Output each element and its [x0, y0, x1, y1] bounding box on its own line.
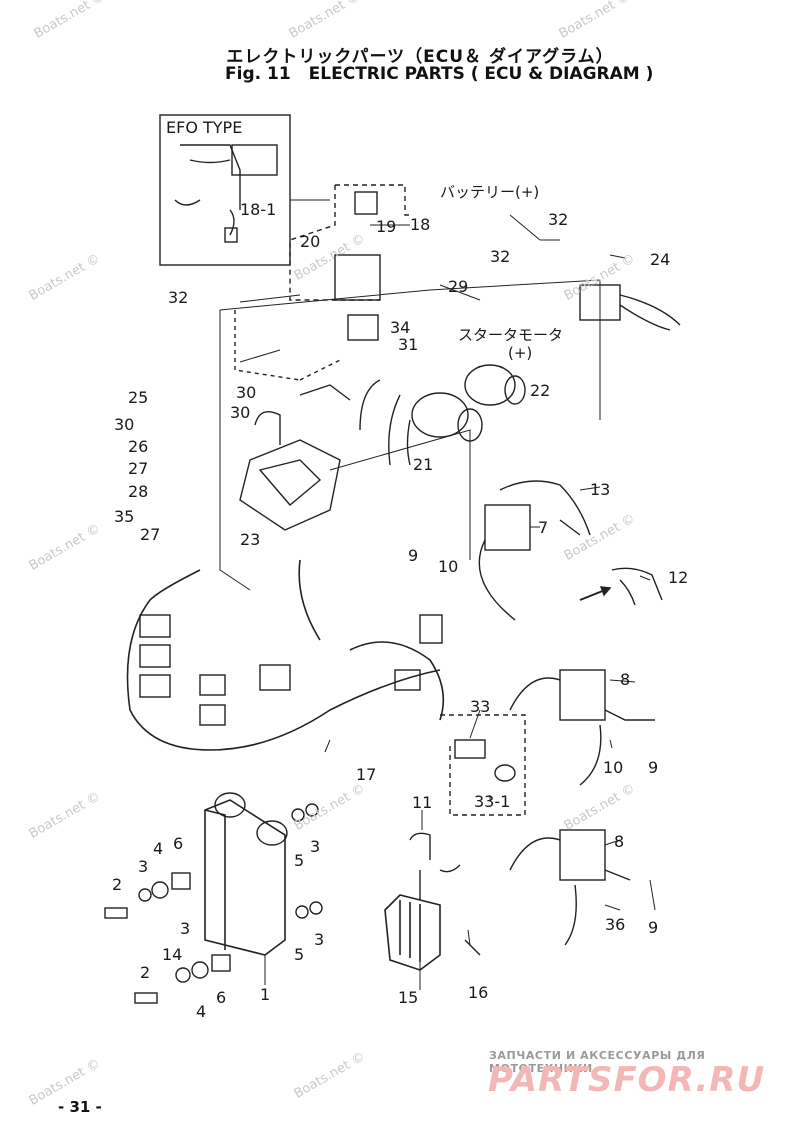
page-title-japanese: エレクトリックパーツ（ECU＆ ダイアグラム） — [226, 47, 614, 67]
callout-battery-plus: バッテリー(+) — [440, 183, 539, 201]
part-label-9b: 9 — [648, 758, 658, 777]
part-label-3c: 3 — [180, 919, 190, 938]
ecu-1 — [204, 799, 286, 956]
part-label-3a: 3 — [310, 837, 320, 856]
part-label-32: 32 — [168, 288, 188, 307]
part-label-24: 24 — [650, 250, 670, 269]
part-label-18: 18 — [410, 215, 430, 234]
callout-starter-motor: スタータモータ — [458, 326, 563, 344]
part-label-33: 33 — [470, 697, 490, 716]
group-33-dashed-box — [440, 714, 526, 816]
page-title-english: Fig. 11 ELECTRIC PARTS ( ECU & DIAGRAM ) — [225, 64, 653, 84]
bracket-23 — [239, 439, 341, 531]
part-label-21: 21 — [413, 455, 433, 474]
part-label-12: 12 — [668, 568, 688, 587]
part-label-28: 28 — [128, 482, 148, 501]
part-label-27a: 27 — [128, 459, 148, 478]
part-label-1: 1 — [260, 985, 270, 1004]
part-label-14: 14 — [162, 945, 182, 964]
coil-8-lower — [559, 829, 606, 881]
part-label-30c: 30 — [114, 415, 134, 434]
part-label-19: 19 — [376, 217, 396, 236]
part-label-33-1: 33-1 — [474, 792, 510, 811]
part-label-26: 26 — [128, 437, 148, 456]
part-label-30a: 30 — [236, 383, 256, 402]
part-label-3d: 3 — [314, 930, 324, 949]
group-18-dashed-box — [289, 184, 410, 301]
part-label-5b: 5 — [294, 945, 304, 964]
part-label-5a: 5 — [294, 851, 304, 870]
part-label-18-1: 18-1 — [240, 200, 276, 219]
starter-part-21 — [411, 392, 469, 438]
regulator-15 — [384, 894, 441, 971]
part-label-16: 16 — [468, 983, 488, 1002]
part-label-6a: 6 — [173, 834, 183, 853]
page-number: - 31 - — [58, 1098, 102, 1116]
part-label-10b: 10 — [603, 758, 623, 777]
brand-tagline: ЗАПЧАСТИ И АКСЕССУАРЫ ДЛЯ МОТОТЕХНИКИ — [489, 1049, 706, 1075]
part-label-13: 13 — [590, 480, 610, 499]
part-label-32c: 32 — [490, 247, 510, 266]
efo-type-label: EFO TYPE — [166, 118, 242, 137]
part-label-20: 20 — [300, 232, 320, 251]
part-label-10a: 10 — [438, 557, 458, 576]
part-label-9c: 9 — [648, 918, 658, 937]
part-label-6b: 6 — [216, 988, 226, 1007]
callout-starter-motor-plus: (+) — [508, 344, 532, 362]
part-label-29: 29 — [448, 277, 468, 296]
part-label-9a: 9 — [408, 546, 418, 565]
part-label-35: 35 — [114, 507, 134, 526]
part-label-25: 25 — [128, 388, 148, 407]
part-label-7: 7 — [538, 518, 548, 537]
part-label-36: 36 — [605, 915, 625, 934]
part-label-17: 17 — [356, 765, 376, 784]
part-label-32b: 32 — [548, 210, 568, 229]
part-label-11: 11 — [412, 793, 432, 812]
wiring-harness-17 — [126, 559, 445, 751]
part-label-8a: 8 — [620, 670, 630, 689]
starter-part-22 — [464, 364, 516, 406]
part-label-27b: 27 — [140, 525, 160, 544]
part-label-2b: 2 — [140, 963, 150, 982]
brand-logo: PARTSFOR.RU — [488, 1060, 766, 1100]
efo-type-inset — [159, 114, 291, 266]
part-label-23: 23 — [240, 530, 260, 549]
coil-7 — [484, 504, 531, 551]
part-label-30b: 30 — [230, 403, 250, 422]
part-label-31: 31 — [398, 335, 418, 354]
part-label-2a: 2 — [112, 875, 122, 894]
part-label-15: 15 — [398, 988, 418, 1007]
coil-8-upper — [559, 669, 606, 721]
relay-24 — [579, 284, 621, 321]
part-label-4b: 4 — [196, 1002, 206, 1021]
part-label-8b: 8 — [614, 832, 624, 851]
part-label-3b: 3 — [138, 857, 148, 876]
part-label-34: 34 — [390, 318, 410, 337]
part-label-4a: 4 — [153, 839, 163, 858]
part-label-22: 22 — [530, 381, 550, 400]
figure-number: Fig. 11 — [225, 64, 291, 84]
figure-title: ELECTRIC PARTS ( ECU & DIAGRAM ) — [308, 64, 654, 84]
